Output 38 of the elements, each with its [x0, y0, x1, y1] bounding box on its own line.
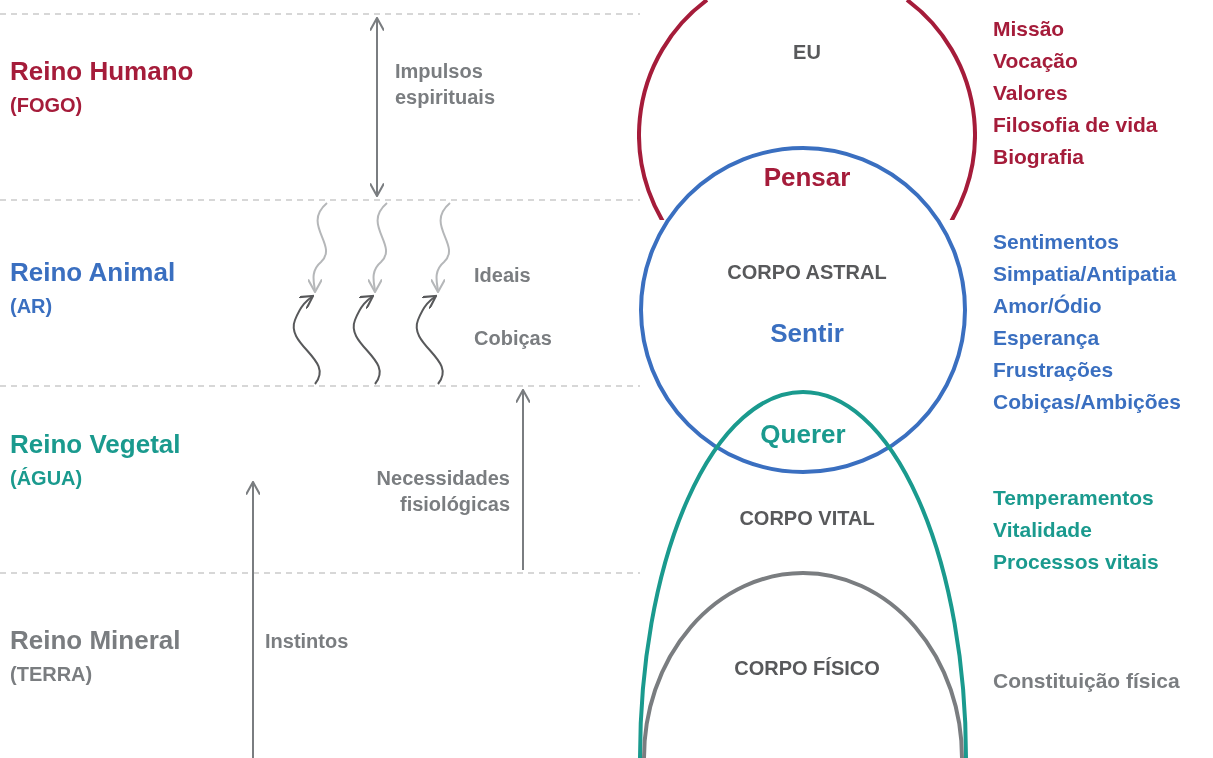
list-item: Missão [993, 16, 1065, 42]
realm-subtitle: (TERRA) [10, 662, 93, 687]
realm-title: Reino Mineral [10, 624, 181, 657]
node-label: CORPO VITAL [739, 506, 875, 530]
list-item: Filosofia de vida [993, 112, 1158, 138]
list-item: Amor/Ódio [993, 293, 1102, 319]
realm-title: Reino Humano [10, 55, 194, 88]
list-item: Vitalidade [993, 517, 1092, 543]
realm-title: Reino Vegetal [10, 428, 181, 461]
arc-shape [637, 0, 977, 220]
list-item: Temperamentos [993, 485, 1154, 511]
arch-shape [642, 570, 964, 758]
arrow-label: Necessidades fisiológicas [375, 466, 510, 517]
arch-shape [638, 390, 968, 758]
list-item: Processos vitais [993, 549, 1159, 575]
list-item: Constituição física [993, 668, 1180, 694]
list-item: Cobiças/Ambições [993, 389, 1181, 415]
realm-subtitle: (ÁGUA) [10, 466, 83, 491]
arrow-label: Instintos [265, 629, 349, 654]
list-item: Simpatia/Antipatia [993, 261, 1177, 287]
arrow-label: Cobiças [474, 326, 552, 351]
overlap-label: Querer [760, 418, 846, 452]
node-label: EU [793, 40, 821, 64]
realm-subtitle: (AR) [10, 294, 53, 319]
list-item: Esperança [993, 325, 1100, 351]
node-label: CORPO FÍSICO [734, 656, 880, 680]
list-item: Sentimentos [993, 229, 1120, 255]
realm-title: Reino Animal [10, 256, 176, 289]
list-item: Valores [993, 80, 1068, 106]
list-item: Biografia [993, 144, 1084, 170]
node-label: CORPO ASTRAL [727, 260, 887, 284]
arrow-label: Ideais [474, 263, 531, 288]
node-label: Sentir [770, 317, 844, 349]
overlap-label: Pensar [763, 161, 851, 195]
realm-subtitle: (FOGO) [10, 93, 83, 118]
list-item: Frustrações [993, 357, 1114, 383]
arrow-label: Impulsos espirituais [395, 59, 497, 110]
list-item: Vocação [993, 48, 1078, 74]
